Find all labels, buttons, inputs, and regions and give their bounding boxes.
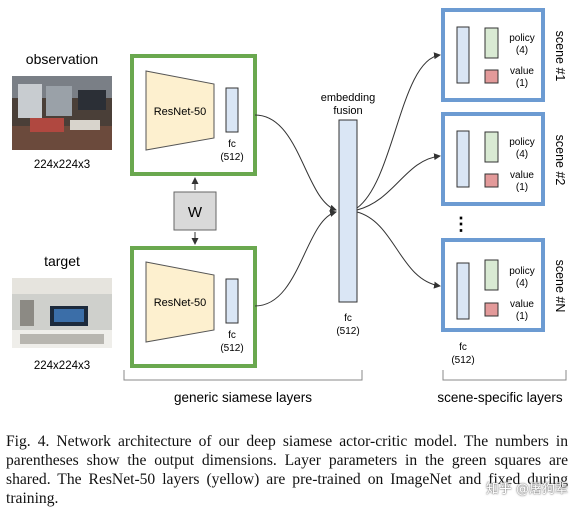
target-label: target [44,253,80,269]
scene-head-n: policy (4) value (1) [441,238,545,332]
scene-1-policy-dim: (4) [516,45,528,56]
scene-2-policy-layer [484,131,499,163]
resnet-block-top [145,70,215,151]
observation-dims: 224x224x3 [34,159,90,171]
observation-label: observation [26,51,98,67]
scene-n-policy-label: policy [509,266,535,277]
embedding-fc-label: fc [344,313,352,324]
scene-head-1: policy (4) value (1) [441,8,545,102]
scene-n-label: scene #N [553,260,567,313]
scene-2-label: scene #2 [553,135,567,186]
generic-layers-label: generic siamese layers [174,390,312,405]
scene-1-fc [456,26,470,84]
embedding-fusion-label-line1: embedding [321,92,375,104]
target-image [12,278,112,348]
scene-2-value-dim: (1) [516,182,528,193]
fc-layer-bottom [225,278,239,324]
scene-n-value-layer [484,302,499,317]
figure-caption: Fig. 4. Network architecture of our deep… [6,433,568,507]
scene-head-2: policy (4) value (1) [441,112,545,206]
resnet-label-bottom: ResNet-50 [154,297,207,309]
scene-2-value-layer [484,173,499,188]
scene-1-label: scene #1 [553,31,567,82]
fc-label-bottom: fc [228,330,236,341]
resnet-block-bottom [145,261,215,343]
fusion-to-scene-2 [356,153,441,211]
fusion-to-scene-1 [356,52,441,209]
scene-n-policy-layer [484,259,499,291]
branch-to-fusion-bottom [254,210,337,307]
embedding-fc-dim: (512) [336,326,359,337]
scene-ellipsis: ⋮ [452,214,470,234]
fc-dim-bottom: (512) [220,343,243,354]
scene-2-fc [456,130,470,188]
scene-1-value-label: value [510,66,534,77]
network-architecture-diagram: observation 224x224x3 target 224x224x3 R… [12,8,567,405]
scene-n-value-dim: (1) [516,311,528,322]
fc-dim-top: (512) [220,152,243,163]
scene-n-value-label: value [510,299,534,310]
scene-1-policy-layer [484,27,499,59]
scene-n-fc [456,262,470,320]
generic-layers-bracket [123,370,363,381]
fc-layer-top [225,87,239,133]
shared-weights-box [173,191,217,231]
embedding-fusion-fc [338,119,358,303]
scene-layers-bracket [442,370,567,381]
scene-2-value-label: value [510,170,534,181]
observation-image [12,76,112,150]
scene-n-policy-dim: (4) [516,278,528,289]
scene-fc-label: fc [459,342,467,353]
scene-1-policy-label: policy [509,33,535,44]
branch-to-fusion-top [254,114,337,212]
embedding-fusion-label-line2: fusion [333,105,362,117]
target-dims: 224x224x3 [34,360,90,372]
scene-1-value-layer [484,69,499,84]
scene-2-policy-label: policy [509,137,535,148]
shared-weights-label: W [188,204,203,221]
scene-fc-dim: (512) [451,355,474,366]
scene-layers-label: scene-specific layers [437,390,563,405]
fusion-to-scene-n [356,211,441,289]
fc-label-top: fc [228,139,236,150]
resnet-label-top: ResNet-50 [154,106,207,118]
watermark: 知乎 @屠狗辈 [485,482,568,497]
scene-1-value-dim: (1) [516,78,528,89]
scene-2-policy-dim: (4) [516,149,528,160]
